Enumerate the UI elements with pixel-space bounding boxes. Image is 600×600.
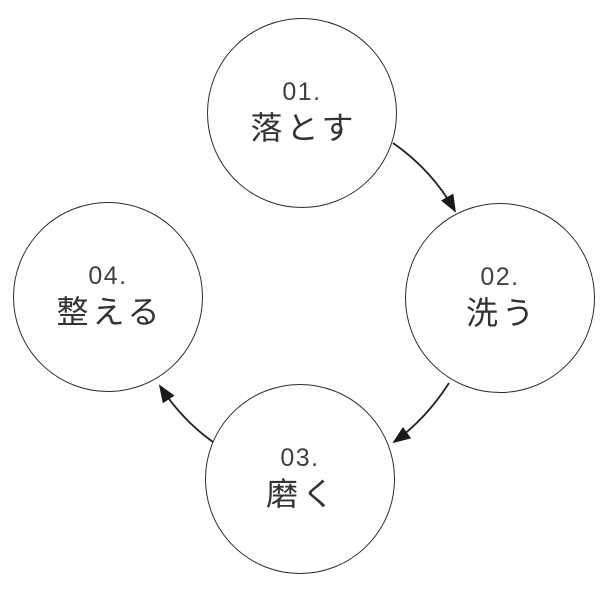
step-2-label: 洗う <box>465 294 538 331</box>
step-4-label: 整える <box>56 293 164 330</box>
arrow-step3-to-step4-icon <box>158 384 214 443</box>
arrow-step2-to-step3-icon <box>392 382 450 444</box>
step-1-number: 01. <box>282 77 322 106</box>
step-circle-1: 01. 落とす <box>207 18 397 208</box>
step-circle-4: 04. 整える <box>13 202 203 392</box>
step-circle-2: 02. 洗う <box>405 203 595 393</box>
step-3-label: 磨く <box>265 475 338 512</box>
step-2-number: 02. <box>480 262 520 291</box>
step-circle-3: 03. 磨く <box>205 384 395 574</box>
step-3-number: 03. <box>280 443 320 472</box>
step-1-label: 落とす <box>250 109 358 146</box>
step-4-number: 04. <box>88 261 128 290</box>
arrow-step1-to-step2-icon <box>392 142 456 213</box>
